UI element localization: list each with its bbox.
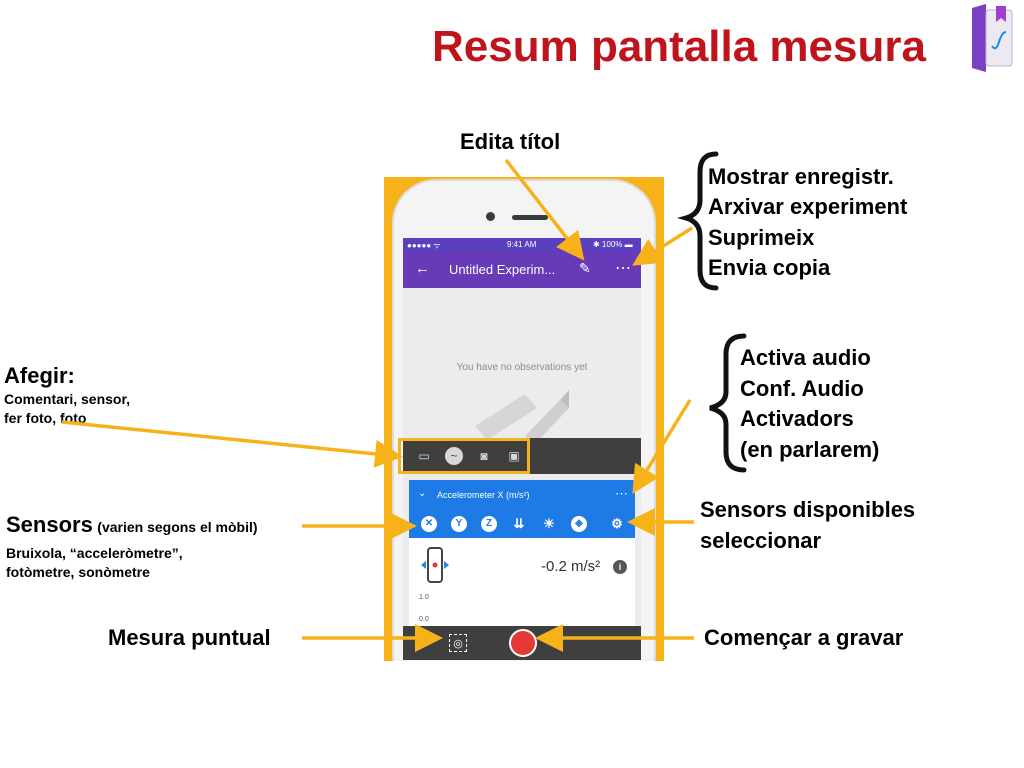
add-sensor-icon[interactable]: ~ xyxy=(445,447,463,465)
menu-item-archive: Arxivar experiment xyxy=(708,194,908,219)
back-arrow-icon[interactable]: ← xyxy=(415,260,430,277)
audio-item-config: Conf. Audio xyxy=(740,376,864,401)
single-measure-label: Mesura puntual xyxy=(108,625,271,650)
signal-indicator: ●●●●● ᯤ xyxy=(407,241,441,250)
audio-item-activate: Activa audio xyxy=(740,345,871,370)
edit-title-label: Edita títol xyxy=(460,129,561,154)
sensor-reading: -0.2 m/s² i xyxy=(409,542,635,590)
available-sensors-line-2: seleccionar xyxy=(700,528,822,553)
sensor-menu-icon[interactable]: ⋯ xyxy=(615,486,628,501)
sensors-detail-line-2: fotòmetre, sonòmetre xyxy=(6,564,150,580)
brace-audio-items xyxy=(709,333,747,473)
edit-pencil-icon[interactable]: ✎ xyxy=(579,260,591,276)
phone-tilt-icon xyxy=(421,547,449,583)
sensor-name: Accelerometer X (m/s²) xyxy=(437,490,530,500)
ruler-pencil-illustration-icon xyxy=(475,390,569,444)
record-button[interactable] xyxy=(509,629,537,657)
record-bar: ◎ xyxy=(403,626,641,660)
menu-item-show-recordings: Mostrar enregistr. xyxy=(708,164,894,189)
overflow-menu-icon[interactable]: ⋯ xyxy=(615,260,631,277)
gallery-photo-icon[interactable]: ▣ xyxy=(508,449,520,463)
status-bar: ●●●●● ᯤ 9:41 AM ✱ 100% ▬ xyxy=(403,238,641,252)
audio-item-note: (en parlarem) xyxy=(740,437,880,462)
y-tick-1: 1.0 xyxy=(419,594,429,601)
app-bar: ← Untitled Experim... ✎ ⋯ xyxy=(403,252,641,288)
add-detail-line-1: Comentari, sensor, xyxy=(4,391,131,407)
add-heading: Afegir: xyxy=(4,363,75,388)
light-sensor-icon[interactable]: ☀ xyxy=(543,516,555,531)
collapse-chevron-icon[interactable]: ⌄ xyxy=(418,488,427,499)
y-tick-0: 0.0 xyxy=(419,616,429,623)
accelerometer-z-icon[interactable]: Z xyxy=(481,516,497,532)
menu-item-delete: Suprimeix xyxy=(708,225,815,250)
accelerometer-y-icon[interactable]: Y xyxy=(451,516,467,532)
settings-gear-icon[interactable]: ⚙ xyxy=(611,516,623,531)
menu-item-send-copy: Envia copia xyxy=(708,255,831,280)
sensor-card: ⌄ Accelerometer X (m/s²) ⋯ ✕ Y Z ⇊ ☀ ◈ ⚙… xyxy=(409,480,635,640)
empty-observations-message: You have no observations yet xyxy=(456,362,588,373)
add-toolbar: ▭ ~ ◙ ▣ xyxy=(403,438,641,474)
sensors-detail-line-1: Bruixola, “acceleròmetre”, xyxy=(6,545,183,561)
add-note-icon[interactable]: ▭ xyxy=(418,449,430,463)
linear-accel-icon[interactable]: ⇊ xyxy=(513,516,525,531)
add-toolbar-highlight xyxy=(398,438,530,474)
compass-icon[interactable]: ◈ xyxy=(571,516,587,532)
arrow-add-toolbar xyxy=(61,420,403,468)
available-sensors-line-1: Sensors disponibles xyxy=(700,497,916,522)
experiment-title[interactable]: Untitled Experim... xyxy=(449,262,556,277)
science-journal-logo-icon xyxy=(972,4,1013,72)
status-time: 9:41 AM xyxy=(507,240,537,249)
sensor-selector-row: ✕ Y Z ⇊ ☀ ◈ ⚙ xyxy=(409,510,635,538)
sensors-heading-line: Sensors (varien segons el mòbil) xyxy=(6,512,258,538)
sensors-note: (varien segons el mòbil) xyxy=(97,519,258,535)
accelerometer-x-icon[interactable]: ✕ xyxy=(421,516,437,532)
battery-indicator: ✱ 100% ▬ xyxy=(593,240,633,249)
audio-item-triggers: Activadors xyxy=(740,406,854,431)
earpiece-speaker xyxy=(512,215,548,220)
camera-icon[interactable]: ◙ xyxy=(480,449,488,463)
sensors-heading: Sensors xyxy=(6,512,93,537)
slide-title: Resum pantalla mesura xyxy=(432,22,926,71)
snapshot-icon[interactable]: ◎ xyxy=(449,634,467,652)
add-detail-line-2: fer foto, foto xyxy=(4,410,87,426)
sensor-card-header[interactable]: ⌄ Accelerometer X (m/s²) ⋯ xyxy=(409,480,635,510)
front-camera xyxy=(486,212,495,221)
phone-screen: ●●●●● ᯤ 9:41 AM ✱ 100% ▬ ← Untitled Expe… xyxy=(403,238,641,660)
info-icon[interactable]: i xyxy=(613,560,627,574)
reading-value: -0.2 m/s² xyxy=(541,558,601,575)
start-recording-label: Començar a gravar xyxy=(704,625,904,650)
